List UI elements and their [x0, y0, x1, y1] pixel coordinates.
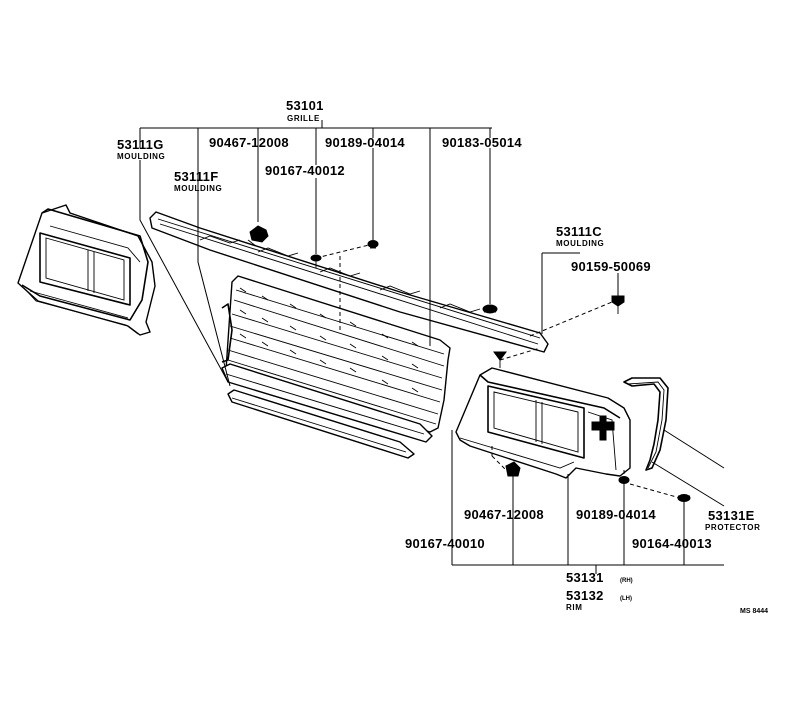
moulding-f-part-name: MOULDING [174, 184, 222, 193]
clip-lower-icon [505, 461, 521, 477]
clip-upper-right-part-number: 90183-05014 [442, 135, 522, 150]
screw-top-part-number: 90167-40012 [265, 163, 345, 178]
screw-rim-part-number: 90164-40013 [632, 536, 712, 551]
leader-lines [139, 120, 725, 574]
right-rim-drawing [455, 367, 631, 479]
moulding-g-part-name: MOULDING [117, 152, 165, 161]
clip-upper-right-icon [482, 304, 498, 314]
moulding-c-part-name: MOULDING [556, 239, 604, 248]
left-rim-drawing [17, 204, 156, 336]
moulding-g-part-number: 53111G [117, 137, 164, 152]
grille-drawing [221, 275, 451, 433]
screw-rim-center-icon [493, 351, 507, 368]
moulding-c-part-number: 53111C [556, 224, 602, 239]
labels: 53101 GRILLE 53111G MOULDING 53111F MOUL… [117, 98, 768, 615]
rim-rh-part-number: 53131 [566, 570, 604, 585]
nut-lower-icon [618, 476, 630, 484]
screw-moulding-icon [611, 295, 625, 314]
rim-part-name: RIM [566, 603, 582, 612]
protector-part-number: 53131E [708, 508, 755, 523]
rim-lh-part-number: 53132 [566, 588, 604, 603]
rim-lh-side: (LH) [620, 596, 632, 602]
grille-part-name: GRILLE [287, 114, 320, 123]
nut-lower-part-number: 90189-04014 [576, 507, 656, 522]
rim-rh-side: (RH) [620, 578, 633, 584]
lower-moulding-drawing [221, 363, 433, 459]
clip-top-part-number: 90467-12008 [209, 135, 289, 150]
screw-rim-icon [677, 494, 691, 502]
moulding-f-part-number: 53111F [174, 169, 218, 184]
grille-part-number: 53101 [286, 98, 324, 113]
protector-drawing [623, 377, 669, 471]
upper-moulding-drawing [149, 211, 549, 353]
drawing-code: MS 8444 [740, 608, 768, 615]
clip-lower-part-number: 90467-12008 [464, 507, 544, 522]
clip-top-icon [247, 225, 269, 247]
screw-lower-part-number: 90167-40010 [405, 536, 485, 551]
dashed-lines [315, 243, 681, 499]
nut-top-part-number: 90189-04014 [325, 135, 405, 150]
protector-part-name: PROTECTOR [705, 523, 760, 532]
screw-moulding-part-number: 90159-50069 [571, 259, 651, 274]
